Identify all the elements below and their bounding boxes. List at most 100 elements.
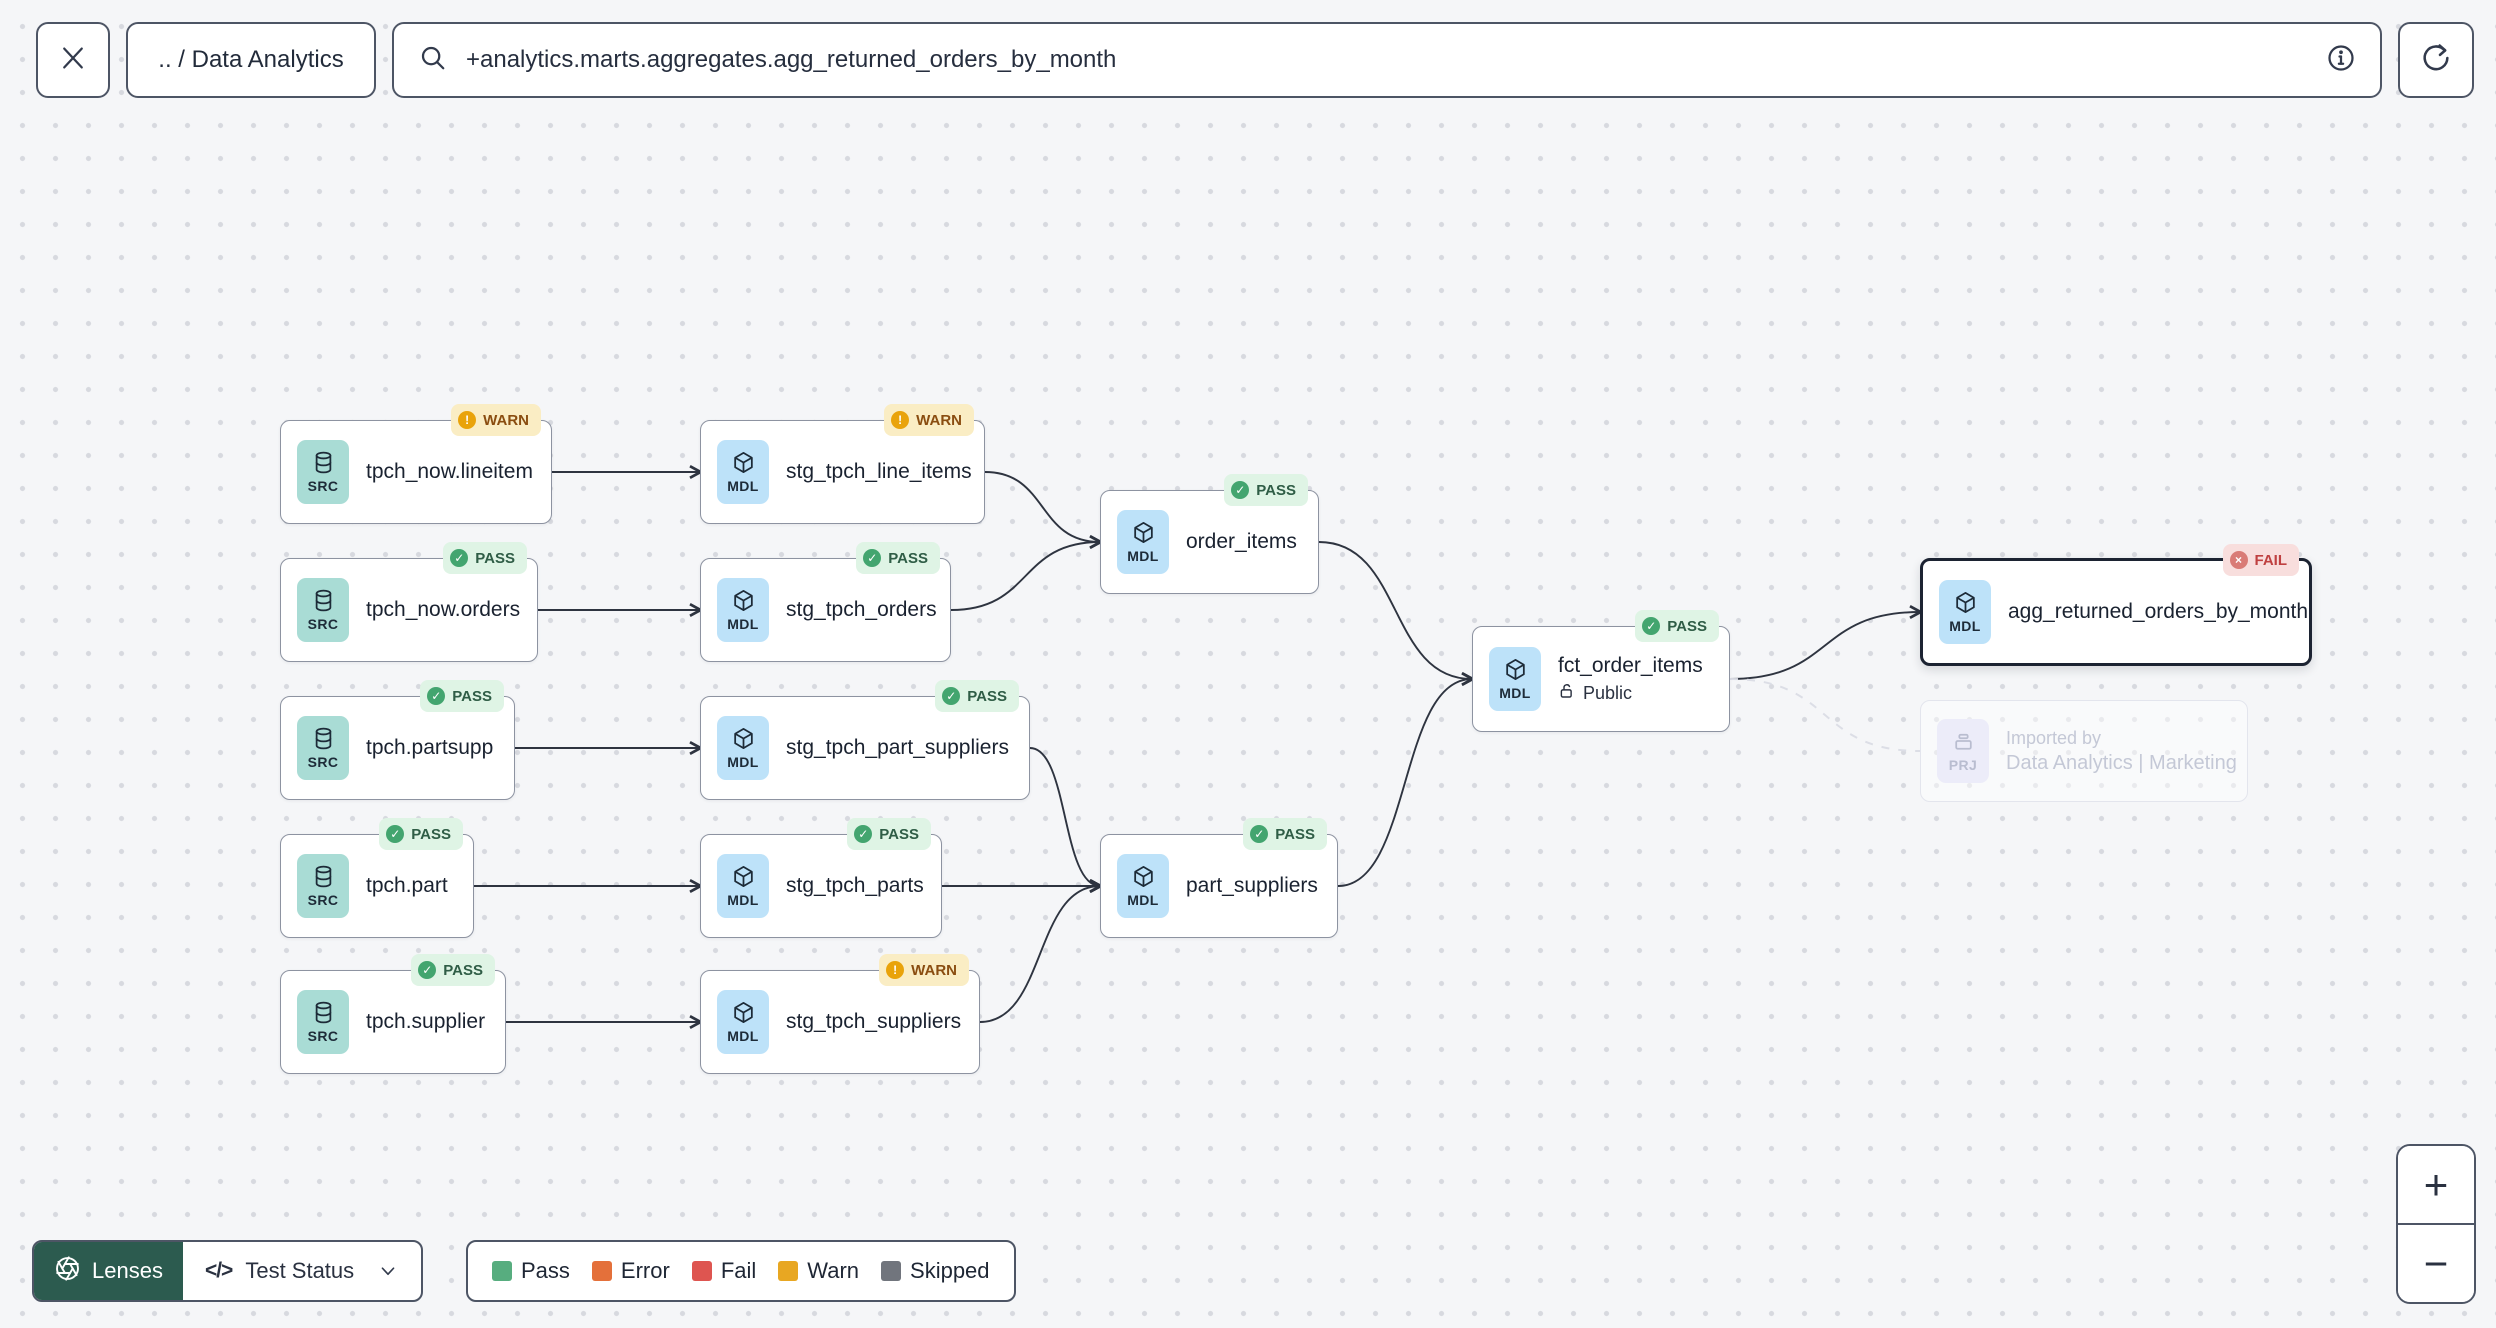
- project-icon: PRJ: [1937, 719, 1989, 783]
- node-label: fct_order_items: [1558, 653, 1703, 677]
- status-badge-pass: ✓PASS: [856, 542, 940, 574]
- status-badge-pass: ✓PASS: [847, 818, 931, 850]
- status-dot-icon: ✓: [427, 687, 446, 705]
- edge-stg_tpch_line_items-to-order_items: [984, 471, 1104, 550]
- legend-swatch-icon: [492, 1261, 512, 1281]
- node-label: tpch.supplier: [366, 1010, 486, 1033]
- refresh-icon: [2419, 41, 2453, 80]
- node-label: order_items: [1186, 530, 1297, 553]
- node-kind-label: SRC: [307, 616, 339, 632]
- source-icon: SRC: [297, 578, 349, 642]
- node-kind-label: MDL: [1127, 548, 1159, 564]
- lenses-button[interactable]: Lenses: [34, 1242, 183, 1300]
- info-icon[interactable]: [2326, 43, 2356, 78]
- status-dot-icon: ✓: [386, 825, 405, 843]
- node-label: agg_returned_orders_by_month: [2008, 600, 2309, 623]
- node-kind-label: MDL: [1949, 618, 1981, 634]
- zoom-controls: + −: [2396, 1144, 2476, 1304]
- graph-node-stg_tpch_parts[interactable]: MDL stg_tpch_parts ✓PASS: [700, 818, 942, 938]
- model-icon: MDL: [1117, 510, 1169, 574]
- zoom-in-button[interactable]: +: [2398, 1146, 2474, 1223]
- legend-swatch-icon: [881, 1261, 902, 1281]
- status-dot-icon: ✓: [1642, 617, 1661, 635]
- cube-icon: [731, 864, 756, 889]
- status-dot-icon: ✓: [418, 961, 437, 979]
- node-label: part_suppliers: [1186, 874, 1318, 897]
- lens-selector[interactable]: </> Test Status: [183, 1242, 421, 1300]
- edge-order_items-to-fct_order_items: [1318, 541, 1476, 687]
- unlock-icon: [1558, 682, 1576, 705]
- node-kind-label: SRC: [307, 892, 339, 908]
- status-badge-warn: !WARN: [879, 954, 969, 986]
- refresh-button[interactable]: [2398, 22, 2474, 98]
- status-dot-icon: !: [458, 411, 477, 429]
- edge-stg_tpch_part_suppliers-to-part_suppliers: [1029, 747, 1104, 893]
- search-bar[interactable]: [392, 22, 2382, 98]
- database-icon: [311, 588, 336, 613]
- graph-node-tpch_supplier[interactable]: SRC tpch.supplier ✓PASS: [280, 954, 506, 1074]
- database-icon: [311, 864, 336, 889]
- node-kind-label: SRC: [307, 478, 339, 494]
- legend-item-warn: Warn: [778, 1258, 859, 1284]
- briefcase-icon: [1951, 729, 1976, 754]
- node-label: stg_tpch_part_suppliers: [786, 736, 1009, 759]
- legend-item-pass: Pass: [492, 1258, 570, 1284]
- cube-icon: [1503, 657, 1528, 682]
- node-label: stg_tpch_orders: [786, 598, 937, 621]
- source-icon: SRC: [297, 440, 349, 504]
- status-dot-icon: ✓: [1231, 481, 1250, 499]
- close-icon: [58, 43, 88, 78]
- source-icon: SRC: [297, 854, 349, 918]
- cube-icon: [731, 588, 756, 613]
- lenses-label: Lenses: [92, 1258, 163, 1283]
- node-kind-label: MDL: [727, 754, 759, 770]
- status-dot-icon: !: [886, 961, 905, 979]
- status-badge-pass: ✓PASS: [443, 542, 527, 574]
- legend-item-error: Error: [591, 1258, 670, 1284]
- status-badge-pass: ✓PASS: [1224, 474, 1308, 506]
- status-badge-pass: ✓PASS: [1635, 610, 1719, 642]
- chevron-down-icon: [377, 1260, 399, 1282]
- node-label: tpch_now.lineitem: [366, 460, 533, 483]
- node-kind-label: MDL: [1499, 685, 1531, 701]
- source-icon: SRC: [297, 990, 349, 1054]
- status-badge-pass: ✓PASS: [411, 954, 495, 986]
- node-kind-label: MDL: [727, 478, 759, 494]
- model-icon: MDL: [717, 716, 769, 780]
- node-kind-label: SRC: [307, 1028, 339, 1044]
- status-badge-pass: ✓PASS: [1243, 818, 1327, 850]
- node-kind-label: MDL: [727, 892, 759, 908]
- node-label: stg_tpch_suppliers: [786, 1010, 962, 1033]
- node-label: tpch.partsupp: [366, 736, 494, 759]
- node-kind-label: SRC: [307, 754, 339, 770]
- search-input[interactable]: [466, 46, 2308, 74]
- node-label: stg_tpch_parts: [786, 874, 924, 897]
- node-label: tpch.part: [366, 874, 448, 897]
- zoom-out-button[interactable]: −: [2398, 1223, 2474, 1302]
- status-badge-warn: !WARN: [884, 404, 974, 436]
- status-badge-fail: ×FAIL: [2222, 544, 2299, 576]
- status-dot-icon: ×: [2229, 551, 2248, 569]
- search-icon: [418, 43, 448, 78]
- legend-swatch-icon: [691, 1261, 712, 1281]
- source-icon: SRC: [297, 716, 349, 780]
- graph-node-agg_returned_orders_by_month[interactable]: MDL agg_returned_orders_by_month ×FAIL: [1920, 544, 2312, 666]
- graph-node-order_items[interactable]: MDL order_items ✓PASS: [1100, 474, 1319, 594]
- close-button[interactable]: [36, 22, 110, 98]
- cube-icon: [1131, 864, 1156, 889]
- cube-icon: [1131, 520, 1156, 545]
- breadcrumb[interactable]: .. / Data Analytics: [126, 22, 376, 98]
